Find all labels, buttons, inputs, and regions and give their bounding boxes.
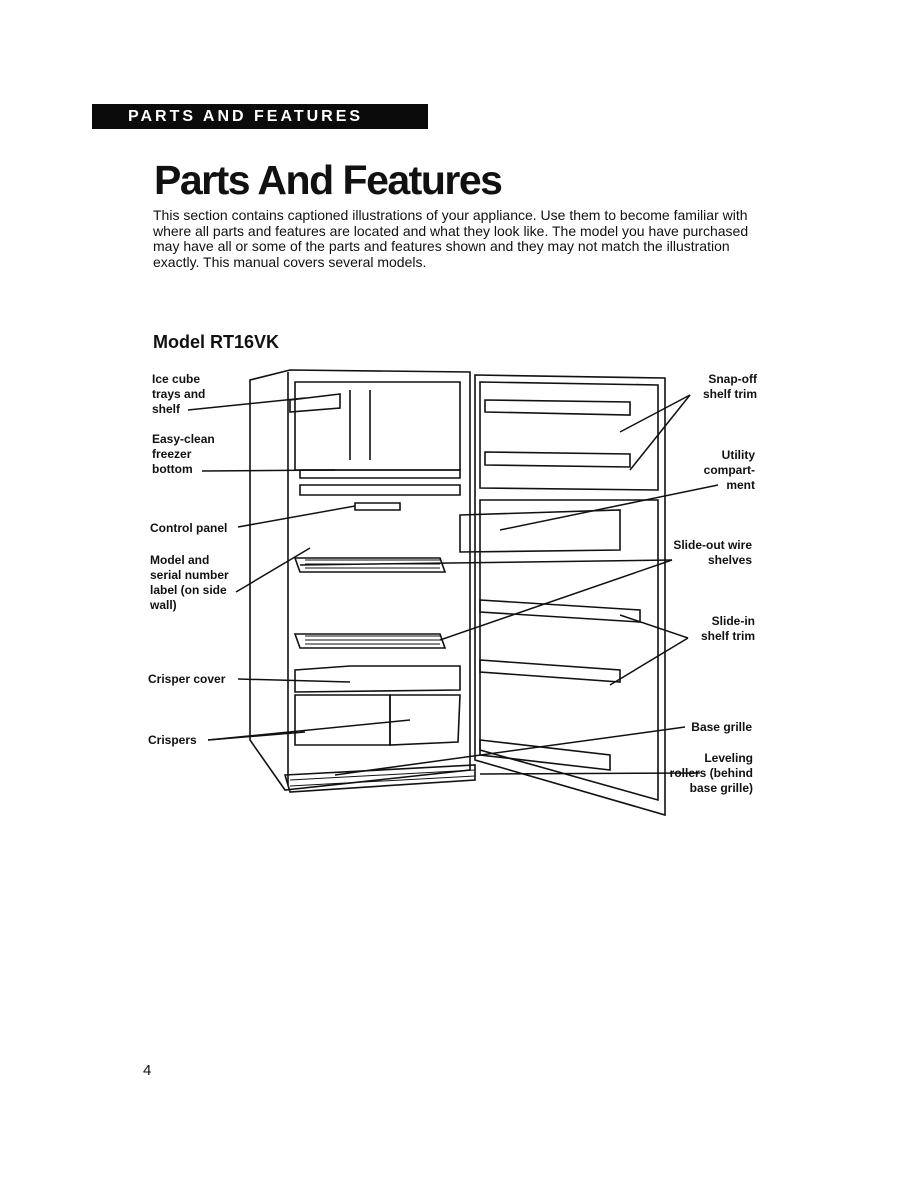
door-outline [474,374,666,817]
callout-control-panel: Control panel [150,521,228,535]
callout-snap-off: Snap-off shelf trim [702,372,757,401]
crisper-cover-shape [294,665,461,693]
crisper-left-shape [294,694,391,746]
refrigerator-illustration: Ice cube trays and shelf Easy-clean free… [140,360,780,820]
door-bottom-bin [479,739,611,771]
divider-panel [299,484,461,496]
freezer-door-shelf-2 [484,451,631,468]
callout-slide-out: Slide-out wire shelves [673,538,752,567]
callout-leveling: Leveling rollers (behind base grille) [669,751,753,795]
refrigerator-drawing [187,369,719,817]
leader-ice-cube [187,397,306,411]
freezer-door-panel [479,381,659,491]
leader-crispers-b [207,719,411,741]
page-title: Parts And Features [154,157,503,203]
leader-utility [499,484,719,531]
leader-snap-off-a [619,394,691,433]
leader-crisper-cover [237,678,351,683]
callout-ice-cube: Ice cube trays and shelf [152,372,206,416]
callout-model-label: Model and serial number label (on side w… [150,553,229,612]
crisper-right-shape [389,694,461,746]
intro-paragraph: This section contains captioned illustra… [153,207,749,270]
model-heading: Model RT16VK [153,332,280,352]
leader-slide-in-b [609,637,689,686]
base-grille-shape [283,764,476,793]
freezer-compartment [294,381,461,471]
cabinet-outline [249,369,471,791]
leader-control-panel [237,505,356,528]
callout-slide-in: Slide-in shelf trim [700,614,755,643]
leader-base-grille [334,726,686,776]
callout-crispers: Crispers [148,733,197,747]
utility-compartment-shape [459,509,621,553]
freezer-door-shelf-1 [484,399,631,416]
control-panel-shape [354,502,401,511]
section-header-bar: PARTS AND FEATURES [92,104,428,129]
ice-tray-shelf [289,393,341,413]
wire-shelf-lower [293,633,447,649]
fresh-door-panel [479,499,659,802]
ice-tray-divider [349,390,371,460]
leader-slide-out-b [439,559,673,641]
callout-crisper-cover: Crisper cover [148,672,226,686]
leader-easy-clean [201,469,336,472]
wire-shelf-upper [293,557,447,573]
leader-leveling [479,772,701,775]
callout-base-grille: Base grille [691,720,752,734]
callout-easy-clean: Easy-clean freezer bottom [152,432,215,476]
leader-model-label [235,547,311,593]
freezer-floor [299,469,461,479]
leader-slide-out-a [299,559,673,566]
callout-utility: Utility compart- ment [703,448,755,492]
leader-snap-off-b [629,394,691,471]
page-number: 4 [143,1062,152,1079]
door-shelf-2 [479,659,621,683]
leader-slide-in-a [619,614,689,639]
